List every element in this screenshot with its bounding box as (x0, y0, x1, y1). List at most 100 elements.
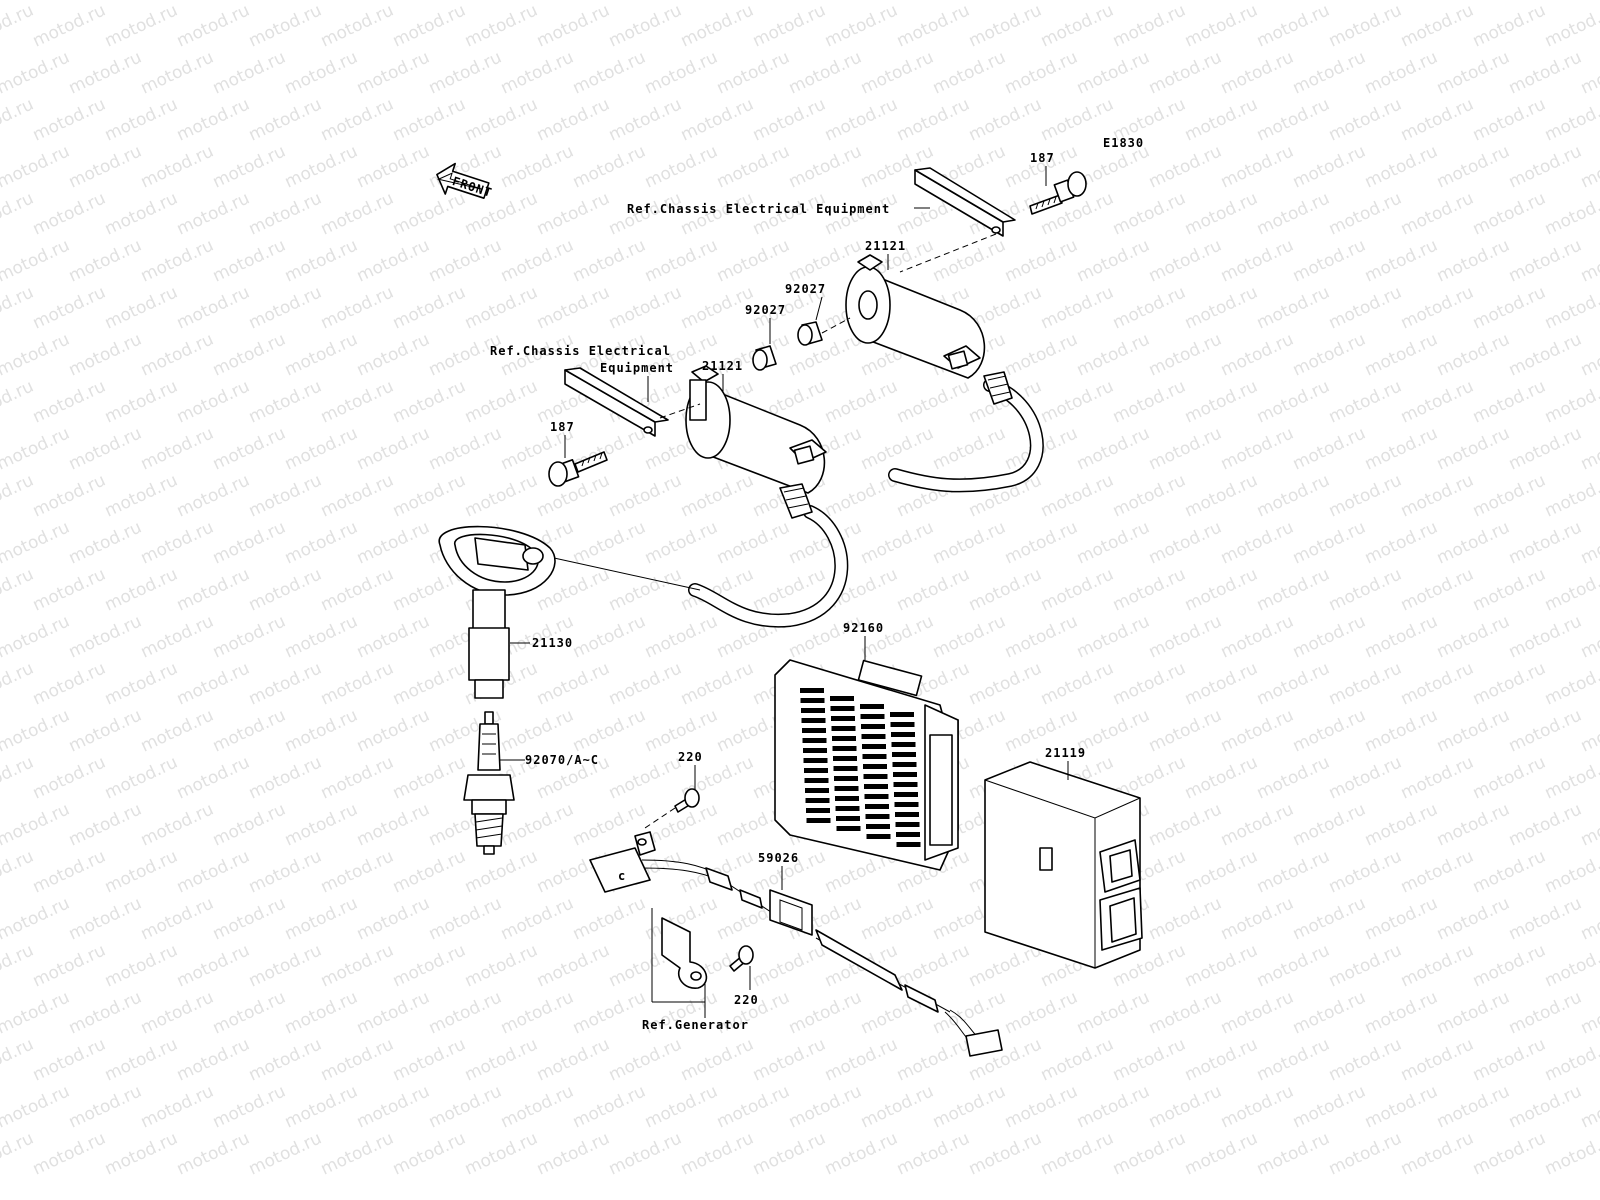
watermark-text: motod.ru (1326, 470, 1405, 521)
watermark-text: motod.ru (354, 47, 433, 98)
watermark-text: motod.ru (750, 1034, 829, 1085)
watermark-text: motod.ru (354, 517, 433, 568)
watermark-text: motod.ru (1434, 47, 1513, 98)
watermark-text: motod.ru (102, 282, 181, 333)
watermark-text: motod.ru (498, 799, 577, 850)
watermark-text: motod.ru (1578, 1081, 1600, 1132)
watermark-text: motod.ru (66, 1081, 145, 1132)
watermark-text: motod.ru (0, 987, 73, 1038)
watermark-text: motod.ru (462, 188, 541, 239)
watermark-text: motod.ru (1002, 329, 1081, 380)
watermark-text: motod.ru (210, 517, 289, 568)
watermark-text: motod.ru (606, 752, 685, 803)
watermark-text: motod.ru (570, 141, 649, 192)
watermark-text: motod.ru (1182, 752, 1261, 803)
watermark-text: motod.ru (1254, 564, 1333, 615)
watermark-text: motod.ru (30, 470, 109, 521)
watermark-text: motod.ru (138, 893, 217, 944)
watermark-text: motod.ru (786, 987, 865, 1038)
watermark-text: motod.ru (1326, 0, 1405, 51)
watermark-text: motod.ru (1542, 470, 1600, 521)
watermark-text: motod.ru (30, 846, 109, 897)
watermark-text: motod.ru (1002, 987, 1081, 1038)
watermark-text: motod.ru (1434, 0, 1513, 5)
igniter-fin (891, 742, 916, 747)
watermark-text: motod.ru (894, 94, 973, 145)
watermark-text: motod.ru (246, 940, 325, 991)
watermark-text: motod.ru (966, 1128, 1045, 1179)
watermark-text: motod.ru (1326, 282, 1405, 333)
watermark-text: motod.ru (894, 0, 973, 51)
watermark-text: motod.ru (210, 893, 289, 944)
watermark-text: motod.ru (1182, 564, 1261, 615)
watermark-text: motod.ru (210, 799, 289, 850)
watermark-text: motod.ru (138, 235, 217, 286)
plug-cap-21130 (438, 525, 701, 699)
watermark-text: motod.ru (1398, 0, 1477, 51)
watermark-text: motod.ru (930, 517, 1009, 568)
watermark-text: motod.ru (390, 940, 469, 991)
igniter-fin (803, 758, 828, 763)
watermark-text: motod.ru (0, 893, 73, 944)
watermark-text: motod.ru (0, 564, 37, 615)
watermark-text: motod.ru (1110, 1128, 1189, 1179)
watermark-text: motod.ru (1398, 564, 1477, 615)
harness-clamp-59026 (769, 889, 813, 936)
watermark-text: motod.ru (354, 705, 433, 756)
watermark-text: motod.ru (1290, 987, 1369, 1038)
watermark-text: motod.ru (570, 47, 649, 98)
watermark-text: motod.ru (282, 0, 361, 5)
watermark-text: motod.ru (1542, 752, 1600, 803)
watermark-text: motod.ru (0, 1081, 73, 1132)
watermark-text: motod.ru (1542, 1128, 1600, 1179)
watermark-text: motod.ru (1254, 470, 1333, 521)
watermark-text: motod.ru (1326, 564, 1405, 615)
watermark-text: motod.ru (570, 1081, 649, 1132)
watermark-text: motod.ru (1290, 423, 1369, 474)
watermark-text: motod.ru (570, 0, 649, 5)
watermark-text: motod.ru (1434, 893, 1513, 944)
watermark-text: motod.ru (1146, 0, 1225, 5)
watermark-text: motod.ru (678, 1034, 757, 1085)
watermark-text: motod.ru (318, 658, 397, 709)
watermark-text: motod.ru (1506, 329, 1585, 380)
watermark-text: motod.ru (894, 940, 973, 991)
watermark-text: motod.ru (1290, 141, 1369, 192)
ecu-21119 (984, 761, 1143, 969)
label-ref-chassis-left-2: Equipment (600, 361, 674, 375)
watermark-text: motod.ru (1146, 329, 1225, 380)
watermark-text: motod.ru (354, 329, 433, 380)
watermark-text: motod.ru (138, 329, 217, 380)
watermark-text: motod.ru (570, 705, 649, 756)
watermark-text: motod.ru (642, 47, 721, 98)
watermark-text: motod.ru (1254, 376, 1333, 427)
watermark-text: motod.ru (534, 188, 613, 239)
watermark-text: motod.ru (1182, 0, 1261, 51)
watermark-text: motod.ru (1434, 235, 1513, 286)
watermark-text: motod.ru (1542, 846, 1600, 897)
watermark-text: motod.ru (1326, 188, 1405, 239)
watermark-text: motod.ru (1326, 1128, 1405, 1179)
igniter-fin (892, 752, 916, 757)
watermark-text: motod.ru (1254, 1128, 1333, 1179)
watermark-text: motod.ru (390, 1034, 469, 1085)
igniter-92160 (774, 659, 959, 871)
watermark-text: motod.ru (0, 141, 73, 192)
watermark-text: motod.ru (102, 846, 181, 897)
watermark-text: motod.ru (174, 470, 253, 521)
watermark-text: motod.ru (66, 893, 145, 944)
watermark-text: motod.ru (66, 47, 145, 98)
watermark-text: motod.ru (1434, 423, 1513, 474)
igniter-fin (862, 754, 887, 759)
watermark-text: motod.ru (66, 799, 145, 850)
watermark-text: motod.ru (1470, 0, 1549, 51)
watermark-text: motod.ru (786, 0, 865, 5)
label-bolt-187-top: 187 (1030, 151, 1055, 165)
label-screw-220-top: 220 (678, 750, 703, 764)
watermark-text: motod.ru (1578, 47, 1600, 98)
igniter-fin (890, 712, 914, 717)
watermark-text: motod.ru (282, 799, 361, 850)
label-coil-21121-left: 21121 (702, 359, 743, 373)
watermark-text: motod.ru (102, 0, 181, 51)
watermark-text: motod.ru (1110, 564, 1189, 615)
